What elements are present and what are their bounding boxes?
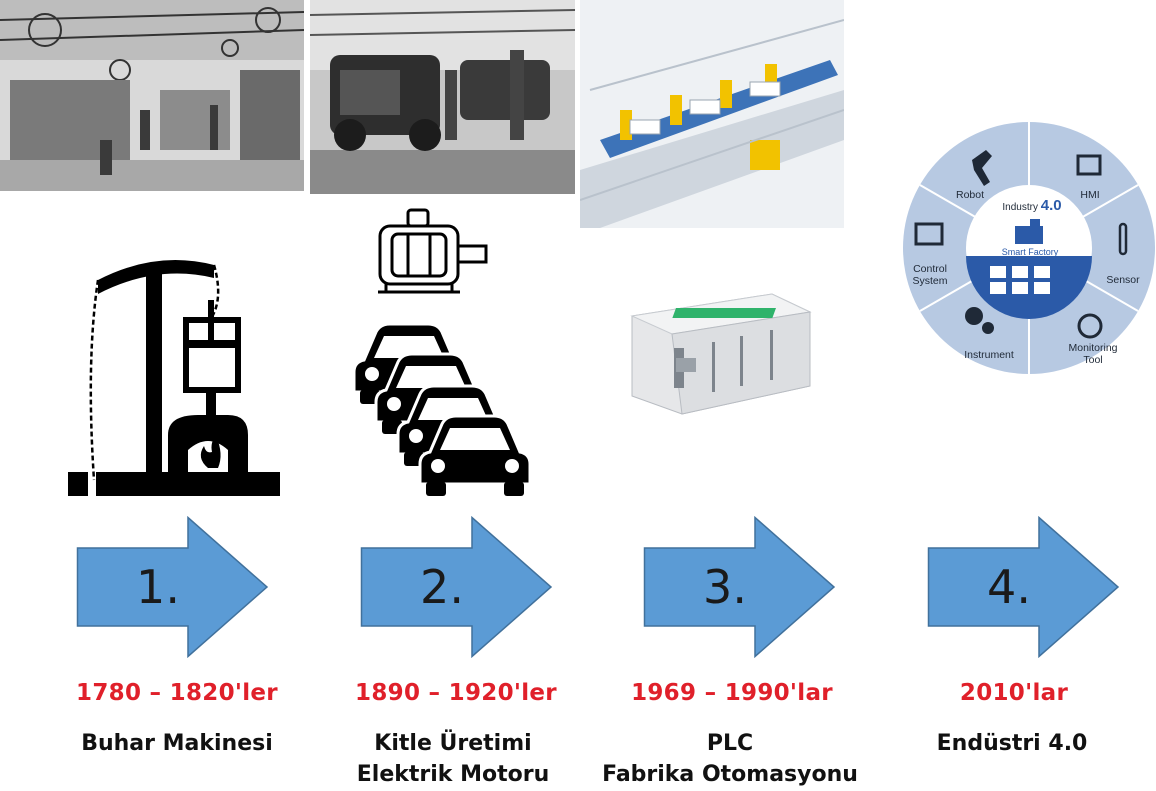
electric-motor-icon	[372, 206, 492, 296]
stage-4-number: 4.	[987, 560, 1031, 614]
stage-2-era: 1890 – 1920'ler	[355, 680, 557, 706]
wheel-hmi-label: HMI	[1080, 189, 1100, 201]
stage-1-label: Buhar Makinesi	[81, 731, 273, 756]
steam-engine-icon	[68, 240, 280, 502]
assembly-line-photo	[310, 0, 575, 194]
stage-4-era: 2010'lar	[959, 680, 1069, 706]
stage-2-arrow: 2.	[360, 516, 553, 658]
wheel-instrument-label: Instrument	[964, 349, 1014, 361]
plc-device-icon	[622, 286, 814, 418]
stage-1-arrow: 1.	[76, 516, 269, 658]
stage-1-number: 1.	[136, 560, 180, 614]
stage-1-era: 1780 – 1820'ler	[76, 680, 278, 706]
robotic-factory-photo	[580, 0, 844, 228]
stage-2-number: 2.	[420, 560, 464, 614]
wheel-center-subtitle: Smart Factory	[1001, 247, 1059, 257]
wheel-sensor-label: Sensor	[1106, 274, 1140, 286]
stage-3-number: 3.	[703, 560, 747, 614]
stage-4-label: Endüstri 4.0	[936, 731, 1088, 756]
wheel-center-title: Industry 4.0	[1002, 197, 1062, 214]
stacked-cars-icon	[352, 316, 532, 500]
stage-3-era: 1969 – 1990'lar	[631, 680, 833, 706]
stage-2-label: Kitle Üretimi Elektrik Motoru	[356, 731, 550, 787]
stage-3-label: PLC Fabrika Otomasyonu	[602, 731, 858, 787]
textile-mill-photo	[0, 0, 304, 191]
stage-4-arrow: 4.	[927, 516, 1120, 658]
wheel-robot-label: Robot	[955, 189, 985, 201]
stage-3-arrow: 3.	[643, 516, 836, 658]
